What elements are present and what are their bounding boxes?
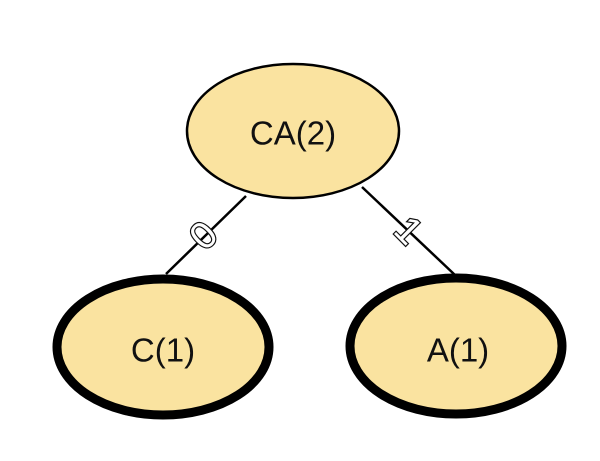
edge-right [361, 186, 456, 276]
leaf-node-a-label: A(1) [427, 332, 489, 369]
leaf-node-a: A(1) [345, 273, 567, 419]
edge-left [165, 195, 247, 275]
root-node-shape [185, 62, 401, 200]
leaf-node-c-label: C(1) [131, 332, 195, 369]
leaf-node-c: C(1) [52, 274, 274, 420]
leaf-node-c-shape [52, 274, 274, 420]
root-node-label: CA(2) [250, 115, 336, 152]
root-node: CA(2) [185, 62, 401, 200]
leaf-node-a-shape [345, 273, 567, 419]
